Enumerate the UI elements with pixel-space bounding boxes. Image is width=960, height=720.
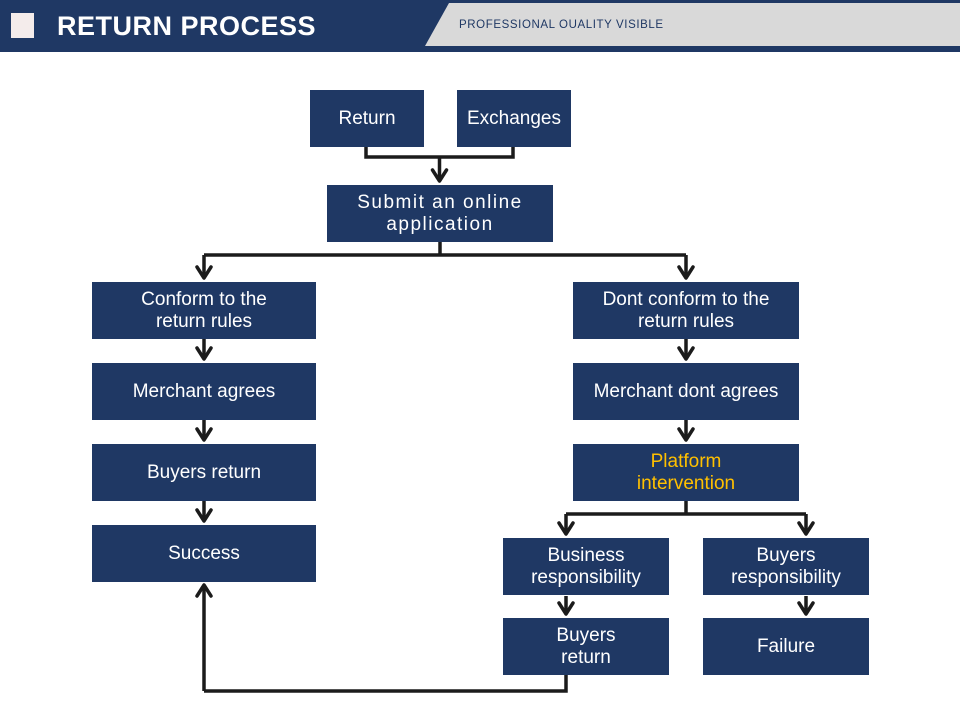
node-platform-intervention: Platform intervention [573,444,799,501]
node-conform-rules: Conform to the return rules [92,282,316,339]
node-merchant-agrees: Merchant agrees [92,363,316,420]
node-failure: Failure [703,618,869,675]
page-title: RETURN PROCESS [57,11,317,41]
header-ribbon: PROFESSIONAL OUALITY VISIBLE [425,3,960,46]
header-subtitle: PROFESSIONAL OUALITY VISIBLE [459,18,664,31]
node-buyers-responsibility: Buyers responsibility [703,538,869,595]
node-dont-conform-rules: Dont conform to the return rules [573,282,799,339]
node-submit-application: Submit an online application [327,185,553,242]
node-merchant-dont-agrees: Merchant dont agrees [573,363,799,420]
node-buyers-return-bottom: Buyers return [503,618,669,675]
node-exchanges: Exchanges [457,90,571,147]
node-business-responsibility: Business responsibility [503,538,669,595]
node-success: Success [92,525,316,582]
slide-header: PROFESSIONAL OUALITY VISIBLE RETURN PROC… [0,0,960,52]
accent-square [11,13,34,38]
node-return: Return [310,90,424,147]
node-buyers-return: Buyers return [92,444,316,501]
